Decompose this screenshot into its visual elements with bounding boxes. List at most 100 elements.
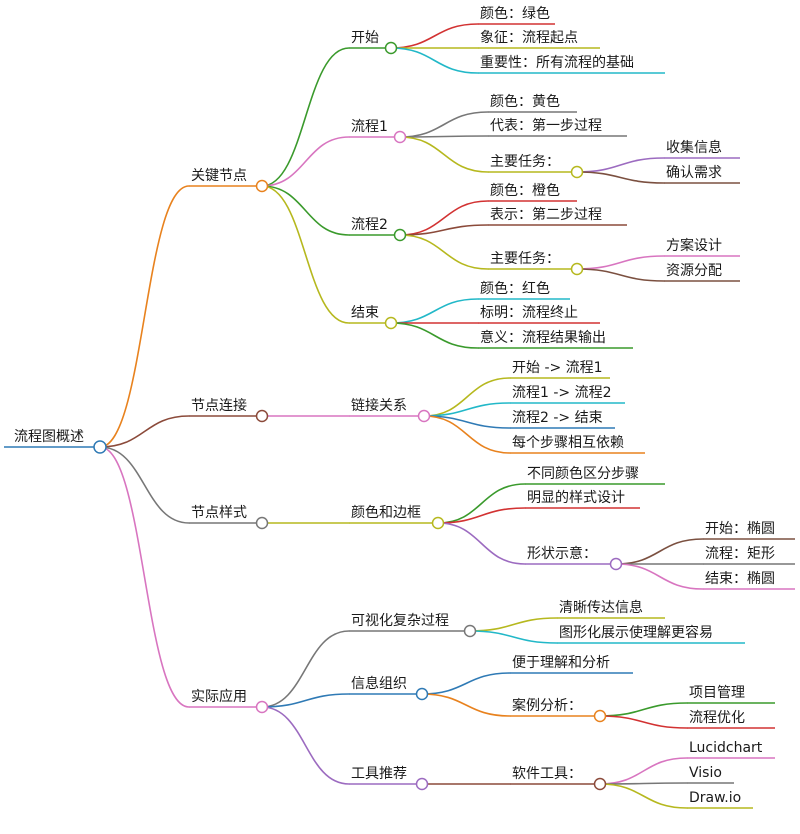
connector-line-0-0 — [261, 47, 350, 187]
node-label-1-0-0[interactable]: 开始 -> 流程1 — [512, 360, 603, 376]
node-label-0-2-2-0[interactable]: 方案设计 — [666, 237, 722, 254]
collapse-toggle-1-0[interactable] — [417, 409, 431, 423]
collapse-toggle-3-0[interactable] — [463, 624, 477, 638]
node-label-2-0-2-1[interactable]: 流程：矩形 — [705, 546, 775, 562]
collapse-toggle-0-1[interactable] — [393, 130, 407, 144]
node-label-2-0-0[interactable]: 不同颜色区分步骤 — [527, 465, 639, 482]
connector-line-2-0-2-2 — [615, 563, 704, 590]
node-label-2-0-2[interactable]: 形状示意： — [527, 545, 597, 562]
connector-line-1 — [99, 415, 190, 448]
node-label-0-0-1[interactable]: 象征：流程起点 — [480, 30, 578, 46]
connector-line-0-1 — [261, 136, 350, 187]
connector-line-3-2-0-2 — [599, 783, 688, 809]
node-label-0-1-0[interactable]: 颜色：黄色 — [490, 93, 560, 110]
connector-line-3-0-0 — [469, 617, 558, 632]
node-label-0-2-2-1[interactable]: 资源分配 — [666, 263, 722, 279]
collapse-toggle-2-0[interactable] — [431, 516, 445, 530]
connector-line-0-2 — [261, 185, 350, 236]
node-label-0-2[interactable]: 流程2 — [351, 217, 388, 233]
node-label-3[interactable]: 实际应用 — [191, 688, 247, 705]
node-label-3-0-1[interactable]: 图形化展示使理解更容易 — [559, 624, 713, 641]
collapse-toggle-0-0[interactable] — [384, 41, 398, 55]
root-node-label[interactable]: 流程图概述 — [14, 429, 84, 445]
node-label-0-0-0[interactable]: 颜色：绿色 — [480, 5, 550, 22]
node-label-0-1-1[interactable]: 代表：第一步过程 — [490, 117, 602, 134]
node-label-3-1-1-0[interactable]: 项目管理 — [689, 685, 745, 701]
node-label-3-2[interactable]: 工具推荐 — [351, 766, 407, 782]
node-label-3-1[interactable]: 信息组织 — [351, 675, 407, 692]
connector-line-0-2-2-0 — [576, 255, 665, 270]
connector-line-0-2-0 — [399, 200, 489, 236]
connector-line-3-2 — [261, 706, 350, 785]
node-label-0-3-0[interactable]: 颜色：红色 — [480, 280, 550, 297]
connector-line-2-0-2 — [437, 522, 526, 565]
collapse-toggle-0-2-2[interactable] — [570, 262, 584, 276]
node-label-0-0[interactable]: 开始 — [351, 30, 379, 46]
node-label-2-0-2-0[interactable]: 开始：椭圆 — [705, 521, 775, 537]
collapse-toggle-0-1-2[interactable] — [570, 165, 584, 179]
node-label-0-0-2[interactable]: 重要性：所有流程的基础 — [480, 54, 634, 71]
connector-line-0-1-2-0 — [576, 157, 665, 173]
node-label-0-1[interactable]: 流程1 — [351, 119, 388, 135]
connector-line-0-0-0 — [390, 23, 479, 49]
collapse-toggle-3-2-0[interactable] — [593, 777, 607, 791]
connector-line-2-0-1 — [437, 507, 526, 524]
collapse-toggle-2[interactable] — [255, 516, 269, 530]
collapse-toggle-2-0-2[interactable] — [609, 557, 623, 571]
node-label-1-0-1[interactable]: 流程1 -> 流程2 — [512, 385, 612, 401]
node-label-0-1-2-0[interactable]: 收集信息 — [666, 139, 722, 156]
connector-line-3 — [99, 446, 190, 708]
collapse-toggle-3-1-1[interactable] — [593, 709, 607, 723]
node-label-3-2-0[interactable]: 软件工具： — [512, 766, 582, 782]
node-label-2-0-1[interactable]: 明显的样式设计 — [527, 490, 625, 506]
node-label-0-2-2[interactable]: 主要任务： — [490, 251, 560, 267]
collapse-toggle-3-1[interactable] — [415, 687, 429, 701]
collapse-toggle-3-2[interactable] — [415, 777, 429, 791]
collapse-toggle-root[interactable] — [93, 440, 107, 454]
node-label-0-3-1[interactable]: 标明：流程终止 — [480, 305, 578, 321]
node-label-3-1-0[interactable]: 便于理解和分析 — [512, 655, 610, 671]
connector-line-3-1-1-1 — [599, 715, 688, 729]
node-label-3-1-1-1[interactable]: 流程优化 — [689, 710, 745, 726]
connector-line-1-0-3 — [423, 415, 511, 454]
node-label-1-0-3[interactable]: 每个步骤相互依赖 — [512, 435, 624, 451]
connector-line-3-1-0 — [421, 672, 511, 695]
collapse-toggle-0-2[interactable] — [393, 228, 407, 242]
node-label-3-2-0-2[interactable]: Draw.io — [689, 790, 741, 806]
node-label-3-0[interactable]: 可视化复杂过程 — [351, 612, 449, 629]
collapse-toggle-0-3[interactable] — [384, 316, 398, 330]
connector-line-0-1-2 — [399, 136, 489, 173]
node-label-0-1-2-1[interactable]: 确认需求 — [666, 165, 722, 181]
connector-line-3-1-1-0 — [599, 702, 688, 717]
connector-line-2-0-2-0 — [615, 538, 704, 565]
connector-line-3-0-1 — [469, 630, 558, 644]
node-label-2-0[interactable]: 颜色和边框 — [351, 504, 421, 521]
node-label-1[interactable]: 节点连接 — [191, 397, 247, 414]
node-label-1-0[interactable]: 链接关系 — [351, 397, 407, 414]
node-label-3-2-0-1[interactable]: Visio — [689, 765, 722, 781]
node-label-0[interactable]: 关键节点 — [191, 168, 247, 184]
connector-line-3-2-0-0 — [599, 757, 688, 785]
connector-line-0-3-2 — [390, 322, 479, 349]
node-label-0-3-2[interactable]: 意义：流程结果输出 — [480, 329, 606, 346]
node-label-1-0-2[interactable]: 流程2 -> 结束 — [512, 410, 603, 426]
connector-line-0-2-1 — [399, 224, 489, 236]
node-label-3-2-0-0[interactable]: Lucidchart — [689, 740, 763, 756]
connector-line-3-1-1 — [421, 693, 511, 717]
connector-line-0-1-1 — [399, 135, 489, 138]
connector-line-0-2-2 — [399, 234, 489, 270]
collapse-toggle-3[interactable] — [255, 700, 269, 714]
node-label-3-0-0[interactable]: 清晰传达信息 — [559, 599, 643, 616]
connector-line-0 — [99, 185, 190, 448]
node-label-0-3[interactable]: 结束 — [351, 305, 379, 321]
node-label-2[interactable]: 节点样式 — [191, 505, 247, 521]
node-label-2-0-2-2[interactable]: 结束：椭圆 — [705, 571, 775, 587]
node-label-0-1-2[interactable]: 主要任务： — [490, 154, 560, 170]
collapse-toggle-1[interactable] — [255, 409, 269, 423]
collapse-toggle-0[interactable] — [255, 179, 269, 193]
node-label-0-2-0[interactable]: 颜色：橙色 — [490, 182, 560, 199]
node-label-3-1-1[interactable]: 案例分析： — [512, 697, 582, 714]
node-label-0-2-1[interactable]: 表示：第二步过程 — [490, 206, 602, 223]
